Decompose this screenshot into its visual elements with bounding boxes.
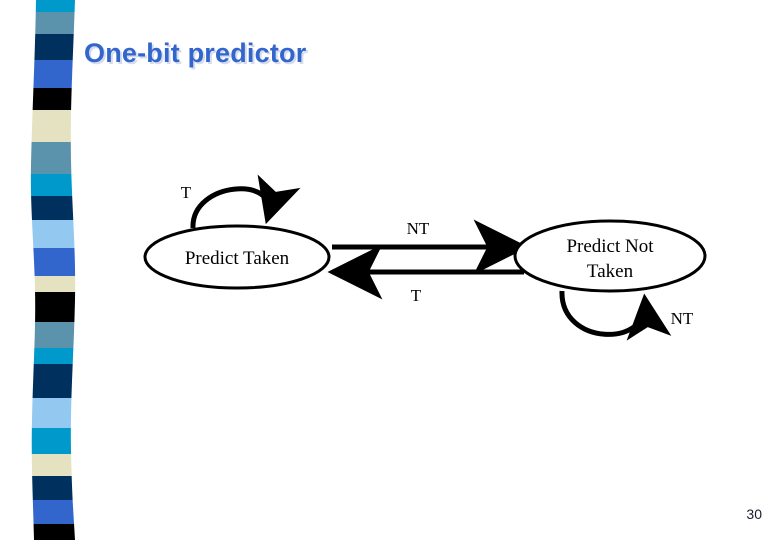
- stripe-band: [30, 248, 76, 276]
- stripe-band: [30, 220, 76, 248]
- edge-label-not-taken-to-taken: T: [411, 286, 422, 305]
- stripe-band: [30, 348, 76, 364]
- stripe-band: [30, 476, 76, 500]
- stripe-band: [30, 398, 76, 428]
- striped-side-bar: [0, 0, 90, 540]
- stripe-band: [30, 60, 76, 88]
- edge-label-taken-to-not-taken: NT: [407, 219, 430, 238]
- self-loop-predict-taken: [190, 174, 301, 229]
- stripe-band: [30, 322, 76, 348]
- page-number: 30: [746, 506, 762, 522]
- stripe-band: [30, 174, 76, 196]
- stripe-band: [30, 196, 76, 220]
- stripe-band: [30, 88, 76, 110]
- stripe-band: [30, 524, 76, 540]
- stripe-band: [30, 12, 76, 34]
- stripe-band: [30, 292, 76, 322]
- stripe-band: [30, 110, 76, 142]
- stripe-band: [30, 364, 76, 398]
- edge-label-self-loop-not-taken: NT: [671, 309, 694, 328]
- state-predict-not-taken-label-line1: Predict Not: [566, 236, 654, 257]
- self-loop-predict-not-taken: [559, 290, 672, 341]
- state-predict-taken: [143, 224, 331, 290]
- state-predict-taken-label: Predict Taken: [185, 248, 290, 269]
- stripe-band: [30, 276, 76, 292]
- stripe-band: [30, 34, 76, 60]
- state-predict-not-taken-label-line2: Taken: [587, 261, 634, 282]
- stripe-band: [30, 0, 76, 12]
- striped-side-bar-graphic: [30, 0, 76, 540]
- edge-label-self-loop-taken: T: [181, 183, 192, 202]
- state-predict-not-taken: [513, 219, 707, 293]
- stripe-band: [30, 142, 76, 174]
- page-title: One-bit predictor: [84, 38, 307, 68]
- stripe-band: [30, 500, 76, 524]
- stripe-band: [30, 454, 76, 476]
- stripe-band: [30, 428, 76, 454]
